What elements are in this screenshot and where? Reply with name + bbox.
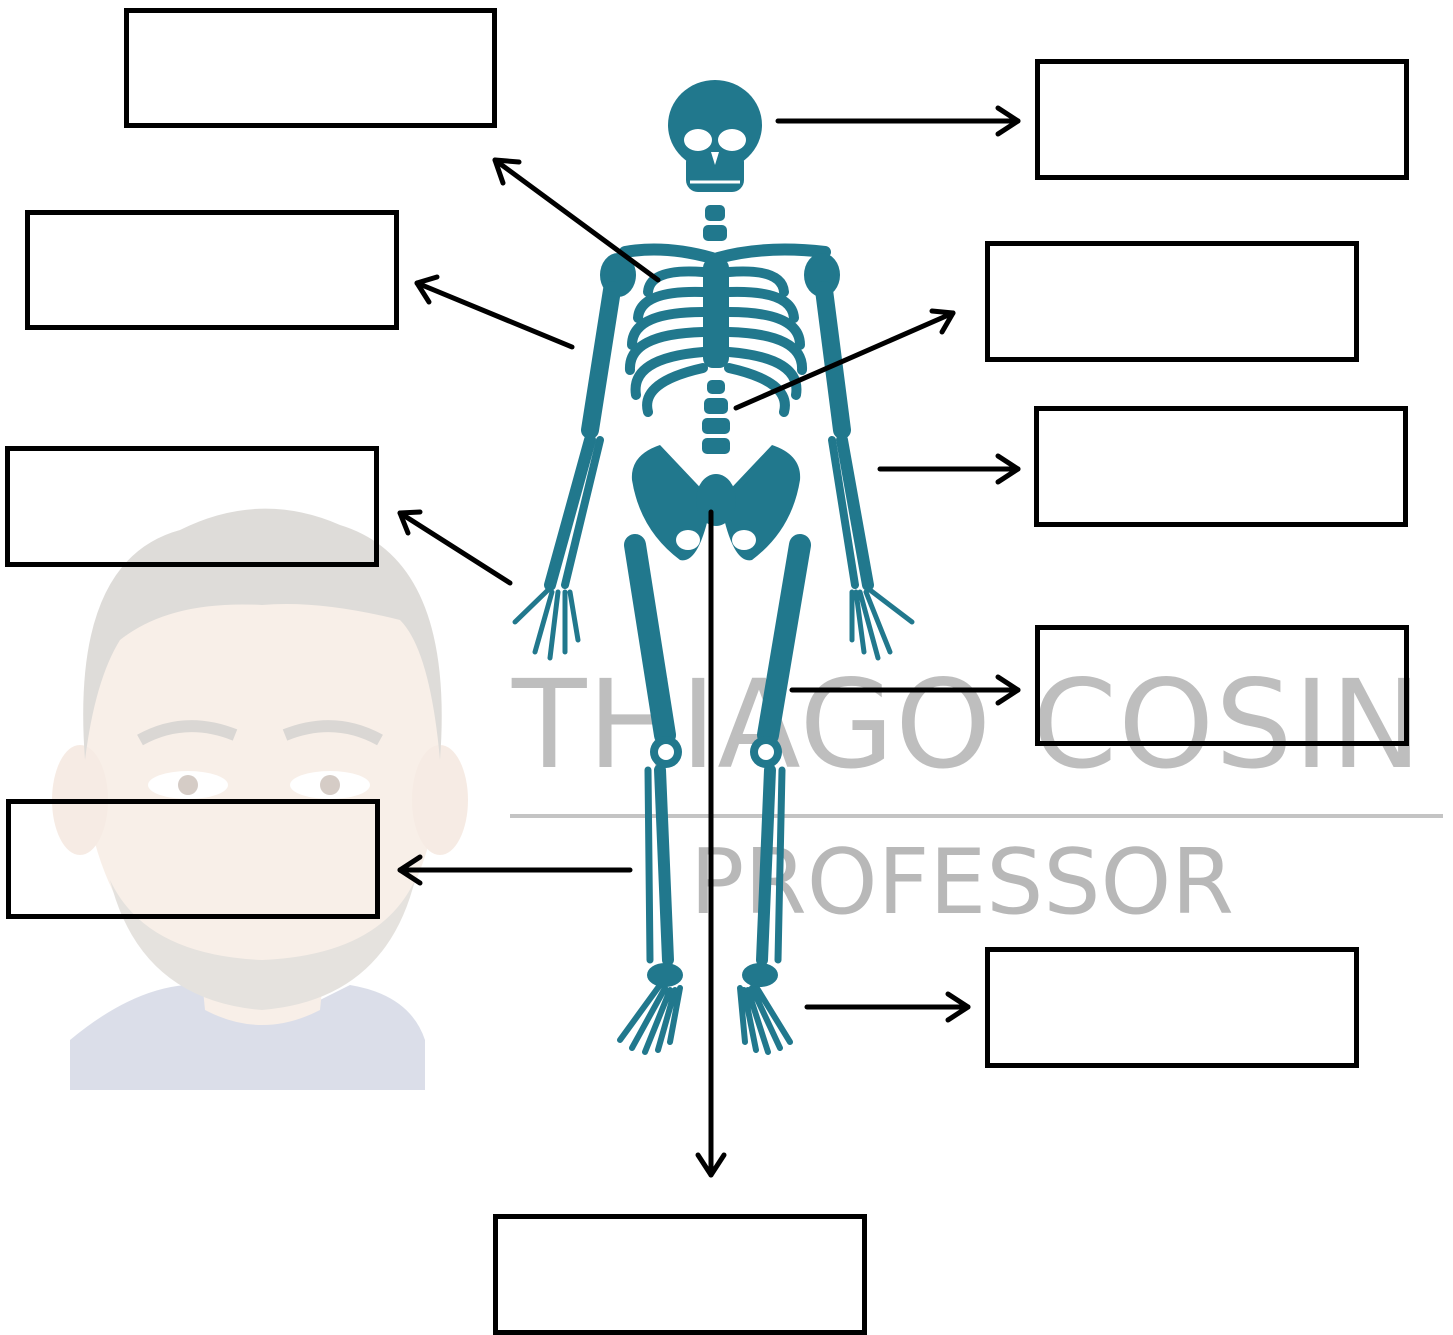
label-box-lower-right[interactable] [1035,625,1409,746]
label-box-bottom-center[interactable] [493,1214,867,1335]
label-box-top-right[interactable] [1035,59,1409,180]
arrow-pelvis-down [698,512,724,1175]
arrow-foot [807,994,968,1020]
arrow-forearm [400,512,510,583]
label-box-middle-left[interactable] [5,446,379,567]
arrow-spine [736,311,953,408]
arrow-upper-arm [417,277,572,347]
arrow-femur [792,677,1018,703]
label-box-lower-left[interactable] [6,799,380,919]
label-box-top-left[interactable] [124,8,497,128]
label-box-middle-right[interactable] [1034,406,1408,527]
label-box-bottom-right[interactable] [985,947,1359,1068]
arrow-ulna [880,456,1018,482]
arrow-skull [778,108,1018,134]
label-box-upper-left[interactable] [25,210,399,330]
label-box-upper-right[interactable] [985,241,1359,362]
arrow-lower-leg [400,857,630,883]
arrow-clavicle [495,160,658,280]
